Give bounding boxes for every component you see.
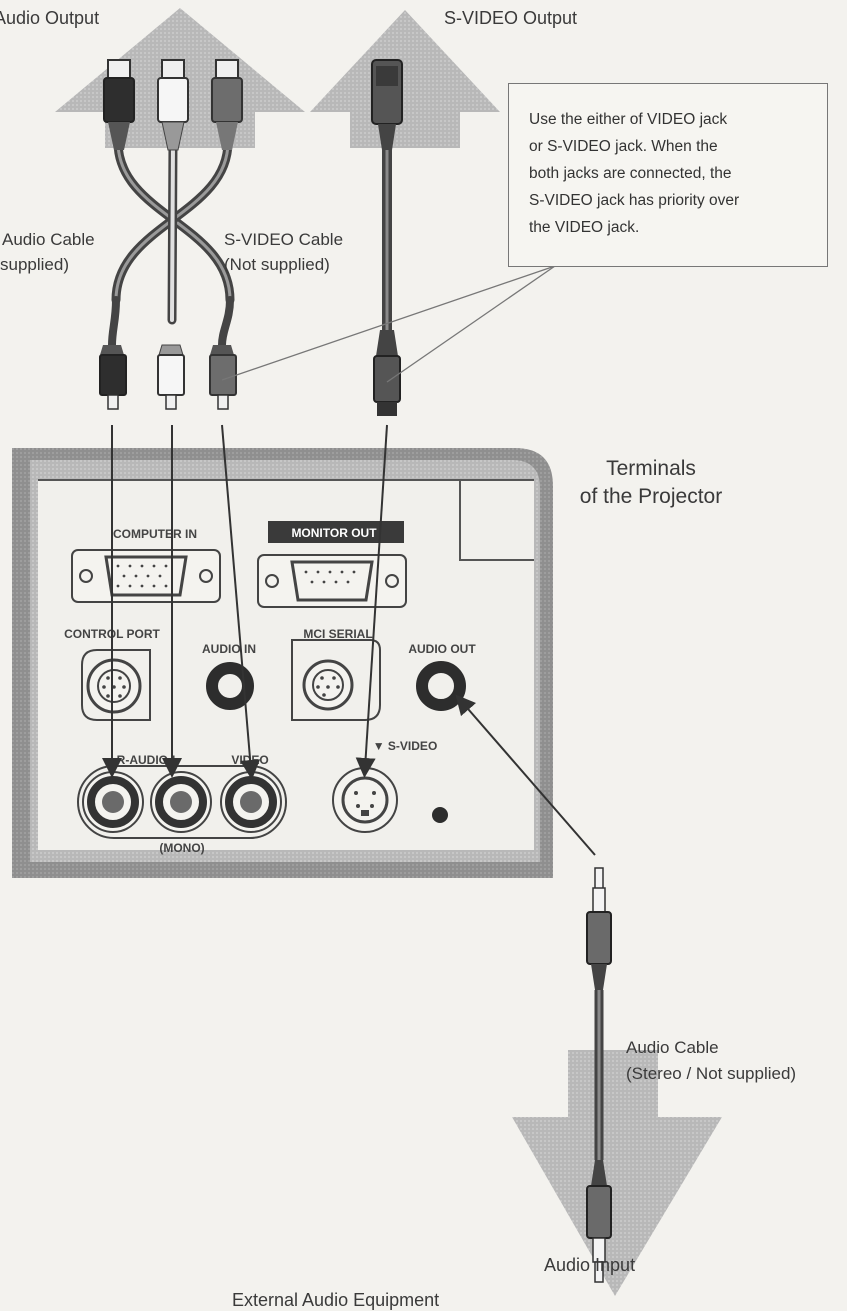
audio-l-jack [150,771,212,833]
audio-in-label: AUDIO IN [202,642,256,656]
stereo-cable-note: (Stereo / Not supplied) [626,1064,797,1083]
audio-cable-label: Audio Cable [2,230,95,249]
audio-cable-note: supplied) [0,255,69,274]
audio-input-arrow [512,1050,722,1296]
stereo-audio-cable [586,867,612,1283]
mono-label: (MONO) [159,841,204,855]
svideo-cable-note: (Not supplied) [224,255,330,274]
computer-in-label: COMPUTER IN [113,527,197,541]
indicator-dot [432,807,448,823]
note-line: the VIDEO jack. [529,219,640,236]
svideo-output-arrow [310,10,500,148]
r-audio-l-label: R-AUDIO-L [117,753,180,767]
svideo-cable [371,59,403,416]
note-line: S-VIDEO jack has priority over [529,192,740,209]
note-line: both jacks are connected, the [529,165,732,182]
audio-output-label: Audio Output [0,8,100,28]
note-line: or S-VIDEO jack. When the [529,138,718,155]
mci-serial-label: MCI SERIAL [303,627,372,641]
audio-out-jack [416,661,466,711]
svideo-jack [332,767,398,833]
svideo-panel-label: ▼ S-VIDEO [373,739,438,753]
connection-arrows [102,424,596,856]
control-port [81,649,151,721]
audio-r-jack [82,771,144,833]
priority-note: Use the either of VIDEO jack or S-VIDEO … [508,83,828,267]
audio-out-label: AUDIO OUT [408,642,476,656]
external-audio-label: External Audio Equipment [232,1290,440,1310]
monitor-out-port [257,521,407,608]
audio-in-jack [206,662,254,710]
computer-in-port [71,549,221,603]
video-jack [220,771,282,833]
rca-plugs-top [103,59,243,151]
svideo-cable-label: S-VIDEO Cable [224,230,344,249]
terminals-sub-label: of the Projector [579,485,723,508]
svideo-output-label: S-VIDEO Output [444,8,578,28]
monitor-out-label: MONITOR OUT [291,526,377,540]
note-line: Use the either of VIDEO jack [529,111,728,128]
note-leader-lines [221,265,556,383]
audio-input-label: Audio Input [544,1255,636,1275]
rca-cable [108,137,235,349]
rca-plugs-bottom [99,344,237,410]
rca-jack-group [77,765,287,839]
stereo-cable-label: Audio Cable [626,1038,719,1057]
terminals-label: Terminals [606,457,696,480]
